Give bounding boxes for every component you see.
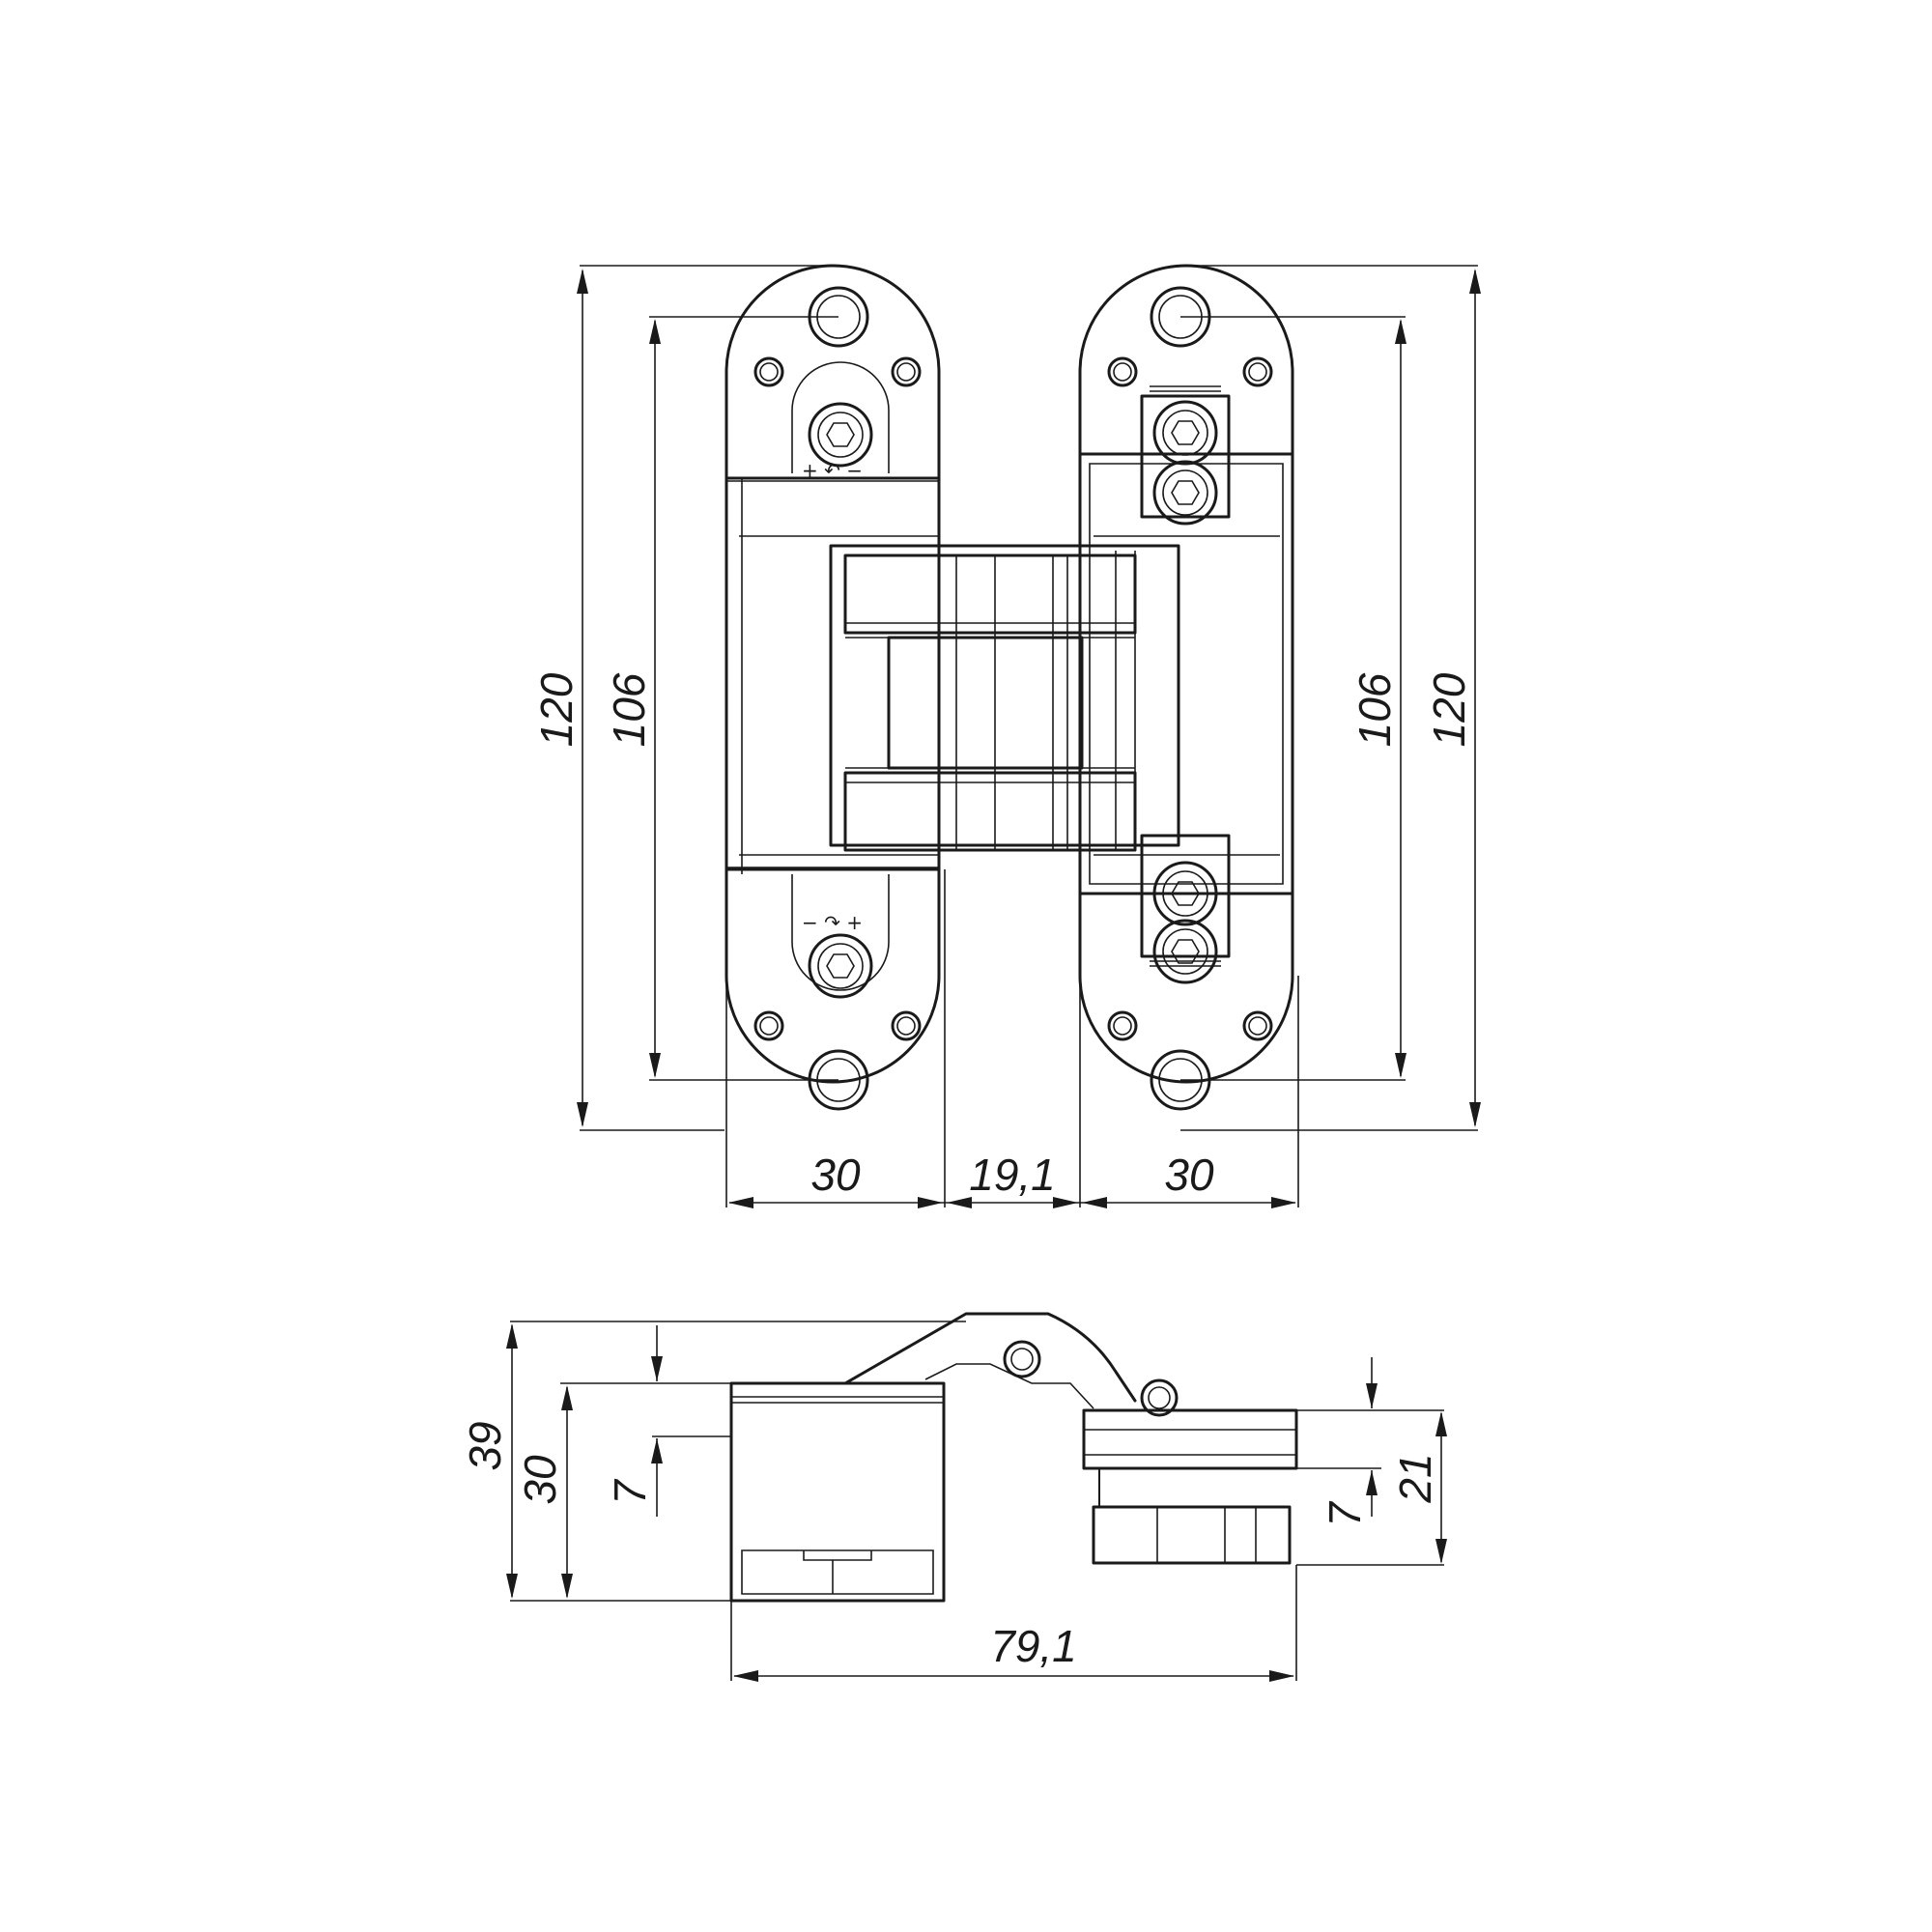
dim-left-step: 7 <box>605 1479 655 1505</box>
right-leaf <box>1078 264 1294 1111</box>
dim-height-holes-right: 106 <box>1350 672 1400 747</box>
arm-linkage <box>843 1312 1179 1417</box>
left-body <box>729 1381 946 1603</box>
front-view: + ↶ − − ↷ + <box>531 264 1481 1208</box>
side-dimensions <box>506 1321 1447 1682</box>
adjust-symbol-bottom: − ↷ + <box>802 911 863 934</box>
dim-total-height: 39 <box>460 1421 510 1470</box>
dim-width-gap: 19,1 <box>969 1150 1056 1200</box>
dim-width-right-leaf: 30 <box>1164 1150 1214 1200</box>
dim-right-body-height: 21 <box>1390 1453 1440 1503</box>
dim-right-step: 7 <box>1320 1501 1370 1527</box>
dim-body-height: 30 <box>515 1455 565 1505</box>
right-body <box>1082 1408 1298 1565</box>
side-view: 39 30 7 7 21 79,1 <box>460 1312 1447 1682</box>
dim-height-outer-right: 120 <box>1424 672 1474 747</box>
front-dimensions <box>577 265 1481 1208</box>
left-leaf <box>724 264 941 1111</box>
dim-height-holes-left: 106 <box>604 672 654 747</box>
dim-height-outer-left: 120 <box>531 672 582 747</box>
center-linkage <box>829 544 1180 852</box>
dim-width-left-leaf: 30 <box>810 1150 861 1200</box>
dim-total-width: 79,1 <box>990 1621 1077 1671</box>
adjust-symbol-top: + ↶ − <box>802 459 863 482</box>
